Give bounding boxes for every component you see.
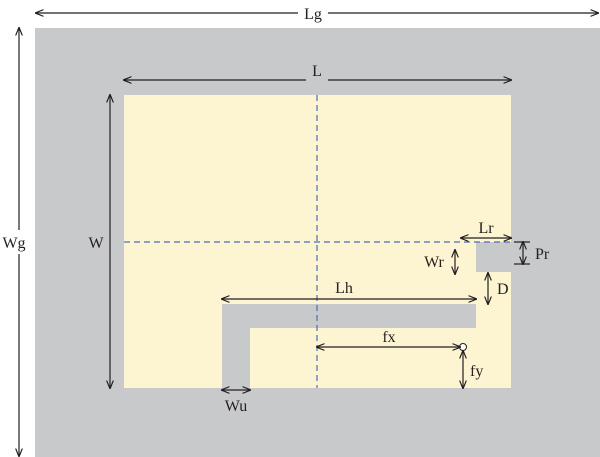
- label-wu: Wu: [225, 398, 247, 415]
- label-fx: fx: [382, 329, 395, 346]
- label-d: D: [497, 281, 509, 298]
- label-lh: Lh: [335, 280, 353, 297]
- label-w: W: [88, 235, 104, 252]
- label-l: L: [312, 63, 322, 80]
- label-fy: fy: [470, 363, 483, 380]
- label-lr: Lr: [478, 220, 494, 237]
- label-pr: Pr: [535, 246, 550, 263]
- label-lg: Lg: [304, 6, 322, 23]
- label-wr: Wr: [424, 254, 444, 271]
- feed-point: [459, 343, 467, 351]
- label-wg: Wg: [2, 235, 25, 252]
